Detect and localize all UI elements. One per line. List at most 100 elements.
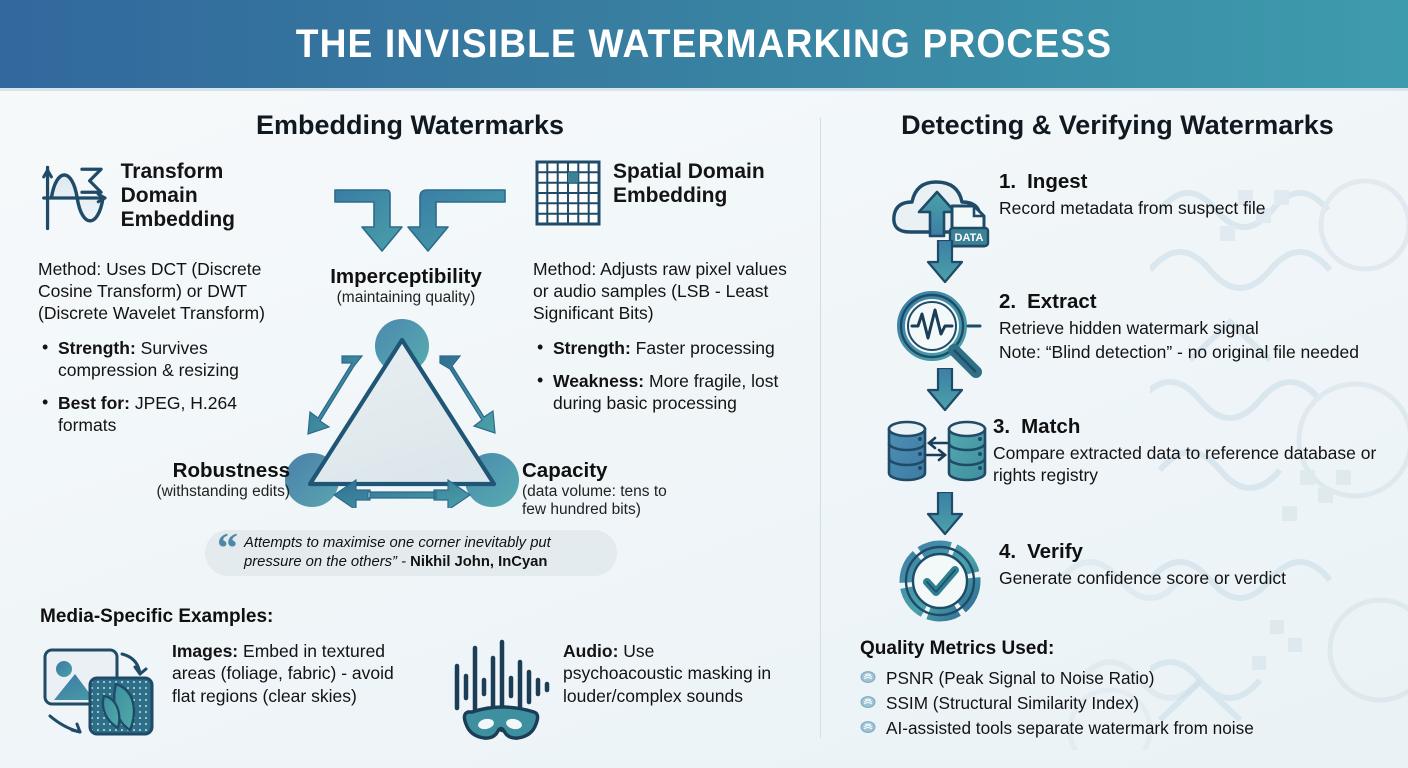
transform-domain-label: Transform Domain Embedding bbox=[121, 158, 298, 232]
quality-metrics-list: PSNR (Peak Signal to Noise Ratio) SSIM (… bbox=[860, 666, 1254, 741]
bullet-text: Survives compression & resizing bbox=[58, 337, 239, 380]
page-title: The Invisible Watermarking Process bbox=[295, 21, 1113, 66]
step-ingest: DATA 1. Ingest Record metadata from susp… bbox=[885, 170, 1266, 256]
bullet-label: Best for: bbox=[58, 393, 130, 414]
bullet-label: Strength: bbox=[553, 337, 631, 358]
seal-bullet-icon bbox=[860, 696, 876, 709]
step-name: Ingest bbox=[1027, 170, 1088, 193]
step-number: 3. bbox=[993, 415, 1011, 438]
quote-callout: “ Attempts to maximise one corner inevit… bbox=[205, 528, 617, 576]
step-note: Note: “Blind detection” - no original fi… bbox=[999, 342, 1359, 363]
tradeoff-triangle bbox=[285, 319, 519, 508]
step-heading: 1. Ingest bbox=[999, 170, 1266, 194]
node-title: Imperceptibility bbox=[330, 265, 482, 288]
step-name: Verify bbox=[1027, 540, 1083, 563]
metric-text: PSNR (Peak Signal to Noise Ratio) bbox=[886, 668, 1155, 688]
list-item: Weakness: More fragile, lost during basi… bbox=[533, 369, 798, 414]
spatial-heading-line1: Spatial Domain bbox=[613, 160, 765, 183]
metric-text: SSIM (Structural Similarity Index) bbox=[886, 693, 1140, 714]
transform-domain-body: Method: Uses DCT (Discrete Cosine Transf… bbox=[38, 258, 293, 448]
step-description: Record metadata from suspect file bbox=[999, 198, 1266, 218]
left-column-title: Embedding Watermarks bbox=[255, 110, 565, 140]
elbow-arrows bbox=[334, 189, 506, 252]
check-circle-icon bbox=[899, 540, 981, 622]
node-sub: (maintaining quality) bbox=[336, 288, 476, 306]
node-title: Capacity bbox=[522, 459, 608, 482]
database-compare-icon bbox=[887, 420, 987, 482]
cloud-upload-data-icon: DATA bbox=[892, 180, 990, 248]
metric-text: AI-assisted tools separate watermark fro… bbox=[886, 718, 1254, 739]
transform-method-text: Method: Uses DCT (Discrete Cosine Transf… bbox=[38, 259, 265, 324]
quote-body: Attempts to maximise one corner inevitab… bbox=[244, 535, 551, 570]
bullet-text: JPEG, H.264 formats bbox=[58, 393, 237, 436]
step-description: Generate confidence score or verdict bbox=[999, 568, 1286, 588]
transform-heading-line1: Transform Domain bbox=[120, 160, 224, 207]
step-text: 1. Ingest Record metadata from suspect f… bbox=[995, 170, 1266, 256]
step-heading: 4. Verify bbox=[999, 540, 1286, 564]
flow-arrow-down-2 bbox=[926, 368, 964, 412]
list-item: Strength: Faster processing bbox=[533, 336, 798, 359]
step-text: 3. Match Compare extracted data to refer… bbox=[989, 415, 1408, 489]
step-name: Extract bbox=[1027, 290, 1097, 313]
step-verify: 4. Verify Generate confidence score or v… bbox=[885, 540, 1286, 622]
media-item-label: Images: bbox=[172, 641, 239, 661]
media-item-body: Embed in textured areas (foliage, fabric… bbox=[172, 641, 394, 706]
spatial-domain-heading: Spatial Domain Embedding bbox=[533, 158, 798, 228]
transform-domain-heading: Transform Domain Embedding bbox=[38, 158, 298, 236]
step-extract: 2. Extract Retrieve hidden watermark sig… bbox=[885, 290, 1359, 382]
list-item: Strength: Survives compression & resizin… bbox=[38, 336, 293, 381]
triangle-node-left: Robustness (withstanding edits) bbox=[150, 459, 290, 501]
list-item: PSNR (Peak Signal to Noise Ratio) bbox=[860, 666, 1254, 691]
step-match: 3. Match Compare extracted data to refer… bbox=[885, 415, 1408, 489]
quote-text: Attempts to maximise one corner inevitab… bbox=[244, 534, 617, 572]
step-text: 4. Verify Generate confidence score or v… bbox=[995, 540, 1286, 622]
triangle-node-top: Imperceptibility (maintaining quality) bbox=[286, 265, 526, 307]
spatial-bullet-list: Strength: Faster processing Weakness: Mo… bbox=[533, 336, 798, 415]
step-number: 4. bbox=[999, 540, 1017, 563]
media-item-images-text: Images: Embed in textured areas (foliage… bbox=[172, 640, 397, 707]
step-text: 2. Extract Retrieve hidden watermark sig… bbox=[995, 290, 1359, 382]
spatial-domain-label: Spatial Domain Embedding bbox=[613, 158, 765, 208]
column-divider bbox=[820, 118, 821, 738]
media-item-audio-text: Audio: Use psychoacoustic masking in lou… bbox=[563, 640, 778, 707]
step-icon-wrap bbox=[885, 290, 995, 382]
bullet-label: Strength: bbox=[58, 337, 136, 358]
media-examples-title: Media-Specific Examples: bbox=[40, 606, 274, 627]
media-item-label: Audio: bbox=[563, 641, 619, 661]
step-name: Match bbox=[1021, 415, 1081, 438]
bullet-text: More fragile, lost during basic processi… bbox=[553, 370, 779, 414]
page-header: The Invisible Watermarking Process bbox=[0, 0, 1408, 88]
flow-arrow-down-3 bbox=[926, 492, 964, 536]
bullet-text: Faster processing bbox=[635, 337, 775, 358]
image-texture-icon bbox=[43, 648, 154, 736]
data-file-label: DATA bbox=[955, 232, 984, 244]
step-heading: 3. Match bbox=[993, 415, 1408, 439]
step-icon-wrap: DATA bbox=[885, 170, 995, 256]
list-item: AI-assisted tools separate watermark fro… bbox=[860, 716, 1254, 741]
step-description: Retrieve hidden watermark signal bbox=[999, 318, 1259, 338]
header-divider bbox=[0, 88, 1408, 91]
flow-arrow-down-1 bbox=[926, 240, 964, 284]
spatial-method-text: Method: Adjusts raw pixel values or audi… bbox=[533, 259, 787, 324]
step-heading: 2. Extract bbox=[999, 290, 1359, 314]
spatial-domain-body: Method: Adjusts raw pixel values or audi… bbox=[533, 258, 798, 425]
right-column-title: Detecting & Verifying Watermarks bbox=[901, 110, 1334, 140]
list-item: SSIM (Structural Similarity Index) bbox=[860, 691, 1254, 716]
seal-bullet-icon bbox=[860, 721, 876, 734]
node-title: Robustness bbox=[172, 459, 290, 482]
transform-bullet-list: Strength: Survives compression & resizin… bbox=[38, 336, 293, 437]
node-sub: (withstanding edits) bbox=[156, 482, 290, 500]
node-sub: (data volume: tens to few hundred bits) bbox=[522, 482, 667, 519]
audio-wave-mask-icon bbox=[454, 639, 550, 740]
triangle-node-right: Capacity (data volume: tens to few hundr… bbox=[522, 459, 692, 520]
pixel-grid-icon bbox=[535, 160, 601, 226]
sine-wave-sigma-icon bbox=[42, 165, 107, 231]
bullet-label: Weakness: bbox=[553, 370, 645, 391]
quote-attribution: Nikhil John, InCyan bbox=[410, 554, 548, 570]
list-item: Best for: JPEG, H.264 formats bbox=[38, 391, 293, 436]
step-number: 2. bbox=[999, 290, 1017, 313]
quality-metrics-title: Quality Metrics Used: bbox=[860, 638, 1055, 659]
spatial-heading-line2: Embedding bbox=[613, 183, 728, 207]
seal-bullet-icon bbox=[860, 671, 876, 683]
